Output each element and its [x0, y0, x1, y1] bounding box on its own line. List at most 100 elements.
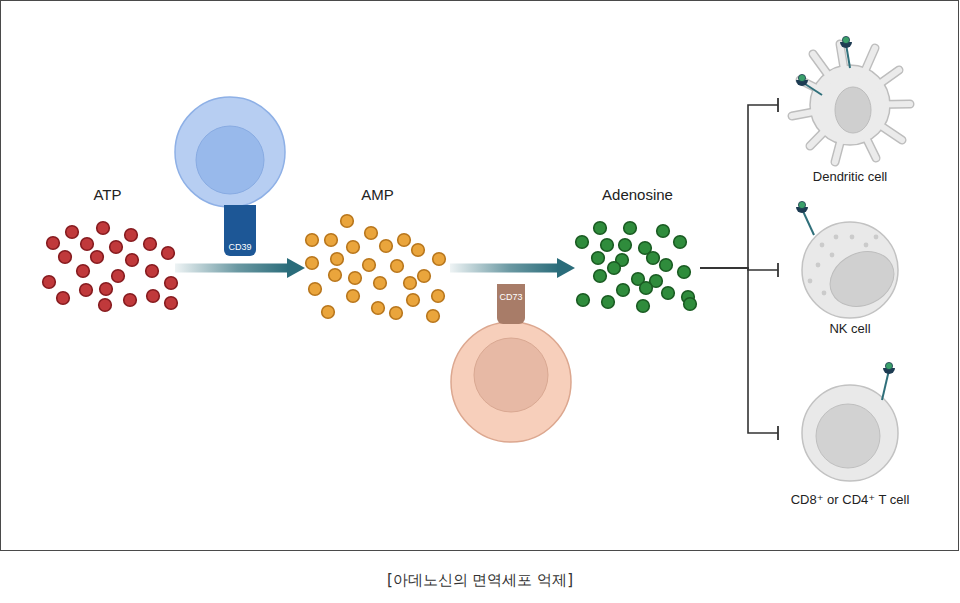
atp-molecule [144, 238, 157, 251]
adenosine-molecule [592, 252, 605, 265]
amp-molecule [427, 310, 440, 323]
amp-molecule [412, 244, 425, 257]
atp-molecule [125, 229, 138, 242]
granule [830, 253, 835, 258]
adenosine-molecule [657, 225, 670, 238]
amp-molecule [365, 227, 378, 240]
enzyme-receptor: CD39 [224, 205, 256, 256]
adenosine-molecule [594, 222, 607, 235]
amp-molecule [432, 290, 445, 303]
cell-label: NK cell [780, 321, 920, 337]
atp-molecule [124, 294, 137, 307]
receptor-ligand [798, 74, 805, 81]
atp-molecule [66, 226, 79, 239]
atp-molecule [81, 238, 94, 251]
amp-molecule [380, 240, 393, 253]
atp-molecule [165, 277, 178, 290]
receptor-ligand [842, 36, 849, 43]
inhibition-line [700, 263, 778, 277]
amp-molecule [349, 272, 362, 285]
amp-molecule [433, 253, 446, 266]
atp-molecule [112, 270, 125, 283]
molecule-cluster: Adenosine [575, 185, 700, 320]
atp-molecule [47, 237, 60, 250]
adenosine-molecule [602, 296, 615, 309]
molecule-cluster: ATP [40, 185, 175, 320]
adenosine-molecule [577, 294, 590, 307]
atp-molecule [110, 241, 123, 254]
adenosine-molecule [674, 236, 687, 249]
granule [864, 243, 869, 248]
atp-molecule [100, 283, 113, 296]
cell-label: CD8⁺ or CD4⁺ T cell [780, 492, 920, 508]
cd73-cell [451, 322, 571, 442]
cell-nucleus [816, 404, 880, 468]
cell-nucleus [835, 87, 871, 133]
enzyme-receptor: CD73 [497, 284, 525, 324]
dendritic-cell: Dendritic cell [780, 40, 920, 190]
amp-molecule [407, 294, 420, 307]
atp-molecule [91, 251, 104, 264]
receptor-stem [882, 370, 889, 400]
amp-molecule [374, 277, 387, 290]
amp-molecule [306, 257, 319, 270]
adenosine-molecule [684, 298, 697, 311]
molecule-label: ATP [40, 185, 175, 205]
atp-molecule [43, 276, 56, 289]
enzyme-label: CD39 [228, 242, 251, 252]
amp-molecule [418, 270, 431, 283]
figure-caption: [아데노신의 면역세포 억제] [0, 570, 960, 590]
amp-molecule [372, 302, 385, 315]
granule [820, 243, 825, 248]
amp-molecule [347, 241, 360, 254]
atp-molecule [99, 299, 112, 312]
amp-molecule [391, 260, 404, 273]
amp-molecule [322, 306, 335, 319]
cell-nucleus [821, 241, 903, 316]
amp-molecule [390, 307, 403, 320]
inhibition-path [700, 268, 778, 270]
granule [808, 279, 813, 284]
inhibition-bar [777, 98, 779, 112]
amp-molecule [341, 215, 354, 228]
adenosine-molecule [594, 270, 607, 283]
granule [850, 235, 855, 240]
inhibition-bar [777, 263, 779, 277]
molecule-label: AMP [305, 185, 450, 205]
inhibition-path [700, 268, 778, 433]
amp-molecule [309, 283, 322, 296]
cell-label: Dendritic cell [780, 169, 920, 185]
adenosine-molecule [624, 222, 637, 235]
inhibition-bar [777, 426, 779, 440]
granule [874, 235, 879, 240]
atp-molecule [97, 222, 110, 235]
inhibition-line [700, 98, 778, 268]
molecule-label: Adenosine [575, 185, 700, 205]
adenosine-molecule [576, 236, 589, 249]
granule [816, 263, 821, 268]
inhibition-path [700, 105, 778, 268]
amp-molecule [347, 290, 360, 303]
arrow-head [557, 258, 575, 278]
cd39-cell [175, 97, 285, 207]
amp-molecule [363, 259, 376, 272]
adenosine-molecule [640, 282, 653, 295]
adenosine-molecule [647, 252, 660, 265]
conversion-arrow [450, 258, 575, 278]
adenosine-molecule [662, 287, 675, 300]
arrow-head [287, 258, 305, 278]
cell-body [802, 385, 898, 481]
cell-nucleus [196, 126, 264, 194]
arrow-band [450, 264, 559, 273]
receptor-stem [802, 209, 814, 235]
adenosine-molecule [619, 239, 632, 252]
amp-molecule [329, 269, 342, 282]
enzyme-label: CD73 [499, 292, 522, 302]
caption-text: [아데노신의 면역세포 억제] [387, 571, 573, 589]
receptor-ligand [798, 201, 805, 208]
amp-molecule [306, 234, 319, 247]
atp-molecule [77, 265, 90, 278]
cell-outline [780, 40, 920, 190]
